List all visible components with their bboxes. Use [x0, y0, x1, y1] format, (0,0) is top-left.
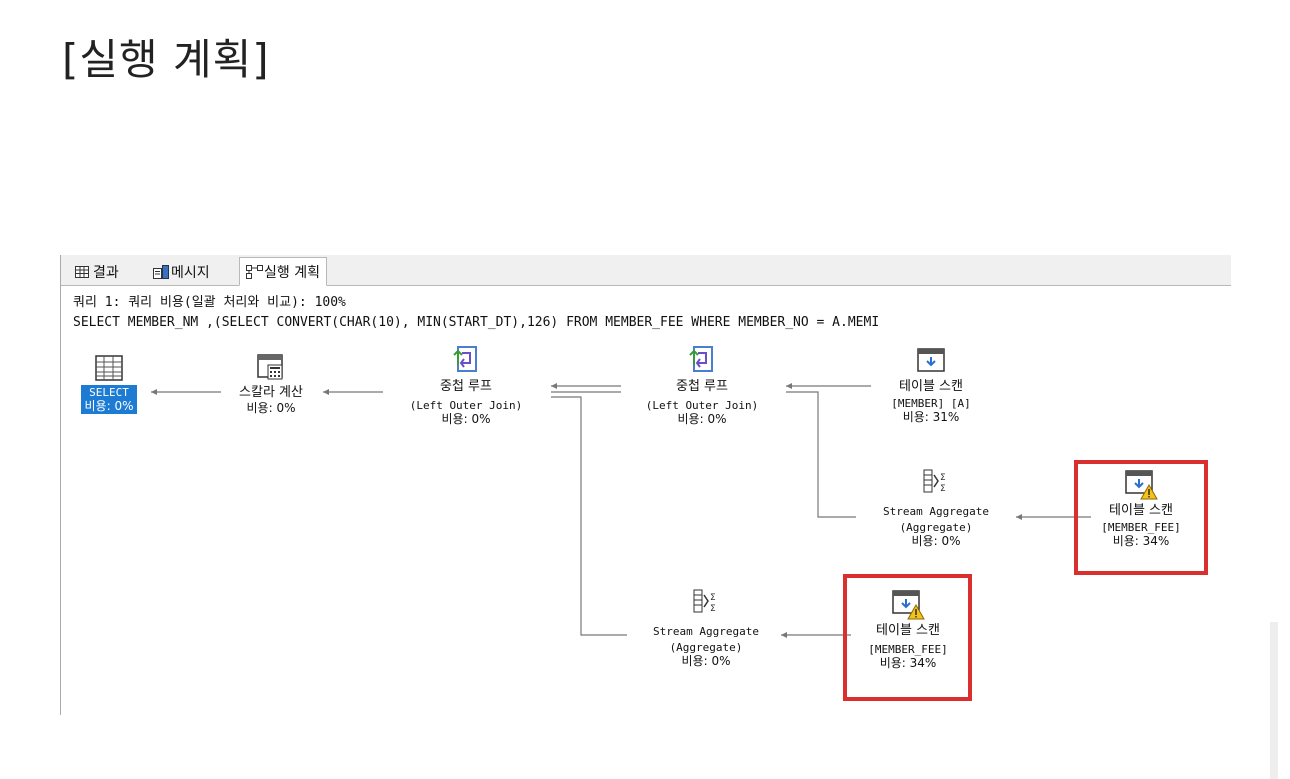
table-scan-fee-2-name: 테이블 스캔: [876, 623, 940, 638]
select-node-name: SELECT: [89, 386, 129, 399]
table-scan-icon: [861, 347, 1001, 379]
tab-messages[interactable]: 메시지: [147, 259, 216, 284]
table-scan-fee-1-detail: [MEMBER_FEE]: [1101, 521, 1181, 534]
highlight-box-1: [1074, 460, 1208, 575]
svg-text:Σ: Σ: [710, 593, 716, 603]
select-node[interactable]: SELECT 비용: 0%: [67, 355, 151, 414]
nested-loops-icon: [381, 345, 551, 379]
table-scan-member-cost: 비용: 31%: [902, 410, 960, 424]
table-scan-member-node[interactable]: 테이블 스캔 [MEMBER] [A] 비용: 31%: [861, 347, 1001, 424]
table-scan-fee-1-cost: 비용: 34%: [1112, 534, 1170, 548]
table-scan-fee-node-1[interactable]: 테이블 스캔 [MEMBER_FEE] 비용: 34%: [1077, 469, 1205, 548]
highlight-box-2: [843, 574, 972, 701]
svg-text:Σ: Σ: [940, 484, 946, 494]
compute-scalar-icon: [211, 353, 331, 385]
page-scrollbar[interactable]: [1270, 622, 1278, 779]
table-scan-warning-icon: [1077, 469, 1205, 503]
table-scan-fee-1-name: 테이블 스캔: [1109, 503, 1173, 518]
select-node-label: SELECT 비용: 0%: [80, 385, 138, 414]
nested-loops-2-detail: (Left Outer Join): [645, 399, 759, 412]
tab-results[interactable]: 결과: [69, 259, 125, 284]
stream-aggregate-1-name: Stream Aggregate: [883, 505, 989, 518]
stream-aggregate-1-detail: (Aggregate): [899, 521, 973, 534]
nested-loops-1-cost: 비용: 0%: [441, 412, 491, 426]
table-scan-warning-icon: [847, 589, 969, 623]
message-icon: [153, 264, 169, 279]
nested-loops-2-cost: 비용: 0%: [677, 412, 727, 426]
results-tab-bar: 결과 메시지 실행 계획: [61, 255, 1231, 286]
query-sql: SELECT MEMBER_NM ,(SELECT CONVERT(CHAR(1…: [73, 315, 880, 330]
stream-aggregate-2-detail: (Aggregate): [669, 641, 743, 654]
nested-loops-node-1[interactable]: 중첩 루프 (Left Outer Join) 비용: 0%: [381, 345, 551, 426]
page-title: [실행 계획]: [62, 35, 270, 84]
plan-connector-lines: [151, 383, 1091, 638]
compute-scalar-cost: 비용: 0%: [246, 401, 296, 415]
execution-plan-panel: 결과 메시지 실행 계획 쿼리 1: 쿼리 비용(일괄 처리와 비교): 100…: [60, 255, 1231, 715]
execution-plan-icon: [246, 264, 263, 279]
grid-icon: [75, 265, 89, 279]
table-scan-member-name: 테이블 스캔: [899, 379, 963, 394]
svg-text:Σ: Σ: [710, 604, 716, 614]
nested-loops-2-name: 중첩 루프: [676, 379, 728, 394]
tab-results-label: 결과: [93, 264, 119, 281]
table-scan-fee-node-2[interactable]: 테이블 스캔 [MEMBER_FEE] 비용: 34%: [847, 589, 969, 670]
table-scan-fee-2-detail: [MEMBER_FEE]: [868, 643, 948, 656]
select-node-cost: 비용: 0%: [84, 399, 134, 413]
tab-execution-plan[interactable]: 실행 계획: [239, 257, 327, 286]
nested-loops-node-2[interactable]: 중첩 루프 (Left Outer Join) 비용: 0%: [617, 345, 787, 426]
table-scan-member-detail: [MEMBER] [A]: [891, 397, 971, 410]
nested-loops-1-name: 중첩 루프: [440, 379, 492, 394]
table-scan-fee-2-cost: 비용: 34%: [879, 656, 937, 670]
compute-scalar-name: 스칼라 계산: [239, 385, 303, 400]
svg-text:Σ: Σ: [940, 473, 946, 483]
query-header: 쿼리 1: 쿼리 비용(일괄 처리와 비교): 100%: [73, 295, 346, 310]
nested-loops-1-detail: (Left Outer Join): [409, 399, 523, 412]
compute-scalar-node[interactable]: 스칼라 계산 비용: 0%: [211, 353, 331, 415]
nested-loops-icon: [617, 345, 787, 379]
tab-execution-plan-label: 실행 계획: [264, 264, 320, 281]
result-grid-icon: [67, 355, 151, 385]
tab-messages-label: 메시지: [171, 264, 210, 281]
stream-aggregate-2-cost: 비용: 0%: [681, 654, 731, 668]
stream-aggregate-2-name: Stream Aggregate: [653, 625, 759, 638]
stream-aggregate-1-cost: 비용: 0%: [911, 534, 961, 548]
